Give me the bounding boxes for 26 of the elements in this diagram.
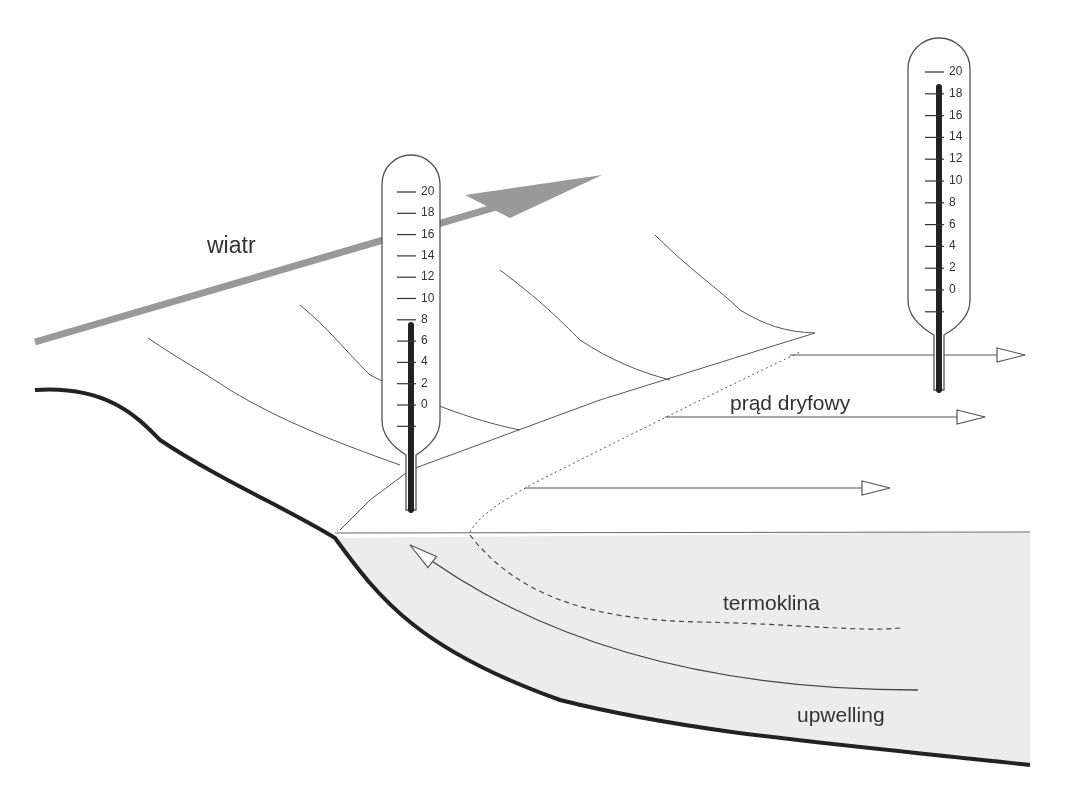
- scale-number: 20: [949, 65, 963, 77]
- scale-number: 18: [421, 206, 435, 219]
- scale-number: 16: [421, 227, 435, 240]
- upwelling-label: upwelling: [797, 704, 885, 725]
- thermocline-label: termoklina: [723, 592, 820, 613]
- scale-number: 2: [421, 376, 428, 389]
- scale-number: 10: [421, 291, 435, 304]
- scale-number: 4: [949, 239, 956, 252]
- scale-number: 6: [421, 334, 428, 347]
- scale-number: 6: [949, 217, 956, 230]
- scale-number: 0: [421, 398, 428, 410]
- scale-number: 10: [949, 174, 963, 186]
- scale-number: 14: [949, 130, 963, 143]
- scale-number: 18: [949, 86, 963, 99]
- scale-number: 2: [949, 261, 956, 274]
- scale-number: 4: [421, 355, 428, 368]
- scale-number: 12: [949, 152, 963, 165]
- scale-number: 14: [421, 248, 435, 261]
- wind-label: wiatr: [207, 234, 256, 257]
- scale-number: 16: [949, 108, 963, 121]
- current-label: prąd dryfowy: [730, 392, 851, 413]
- scale-number: 8: [949, 195, 956, 208]
- scale-number: 8: [421, 312, 428, 325]
- scale-number: 12: [421, 270, 435, 283]
- scale-number: 20: [421, 185, 435, 197]
- scale-number: 0: [949, 283, 956, 295]
